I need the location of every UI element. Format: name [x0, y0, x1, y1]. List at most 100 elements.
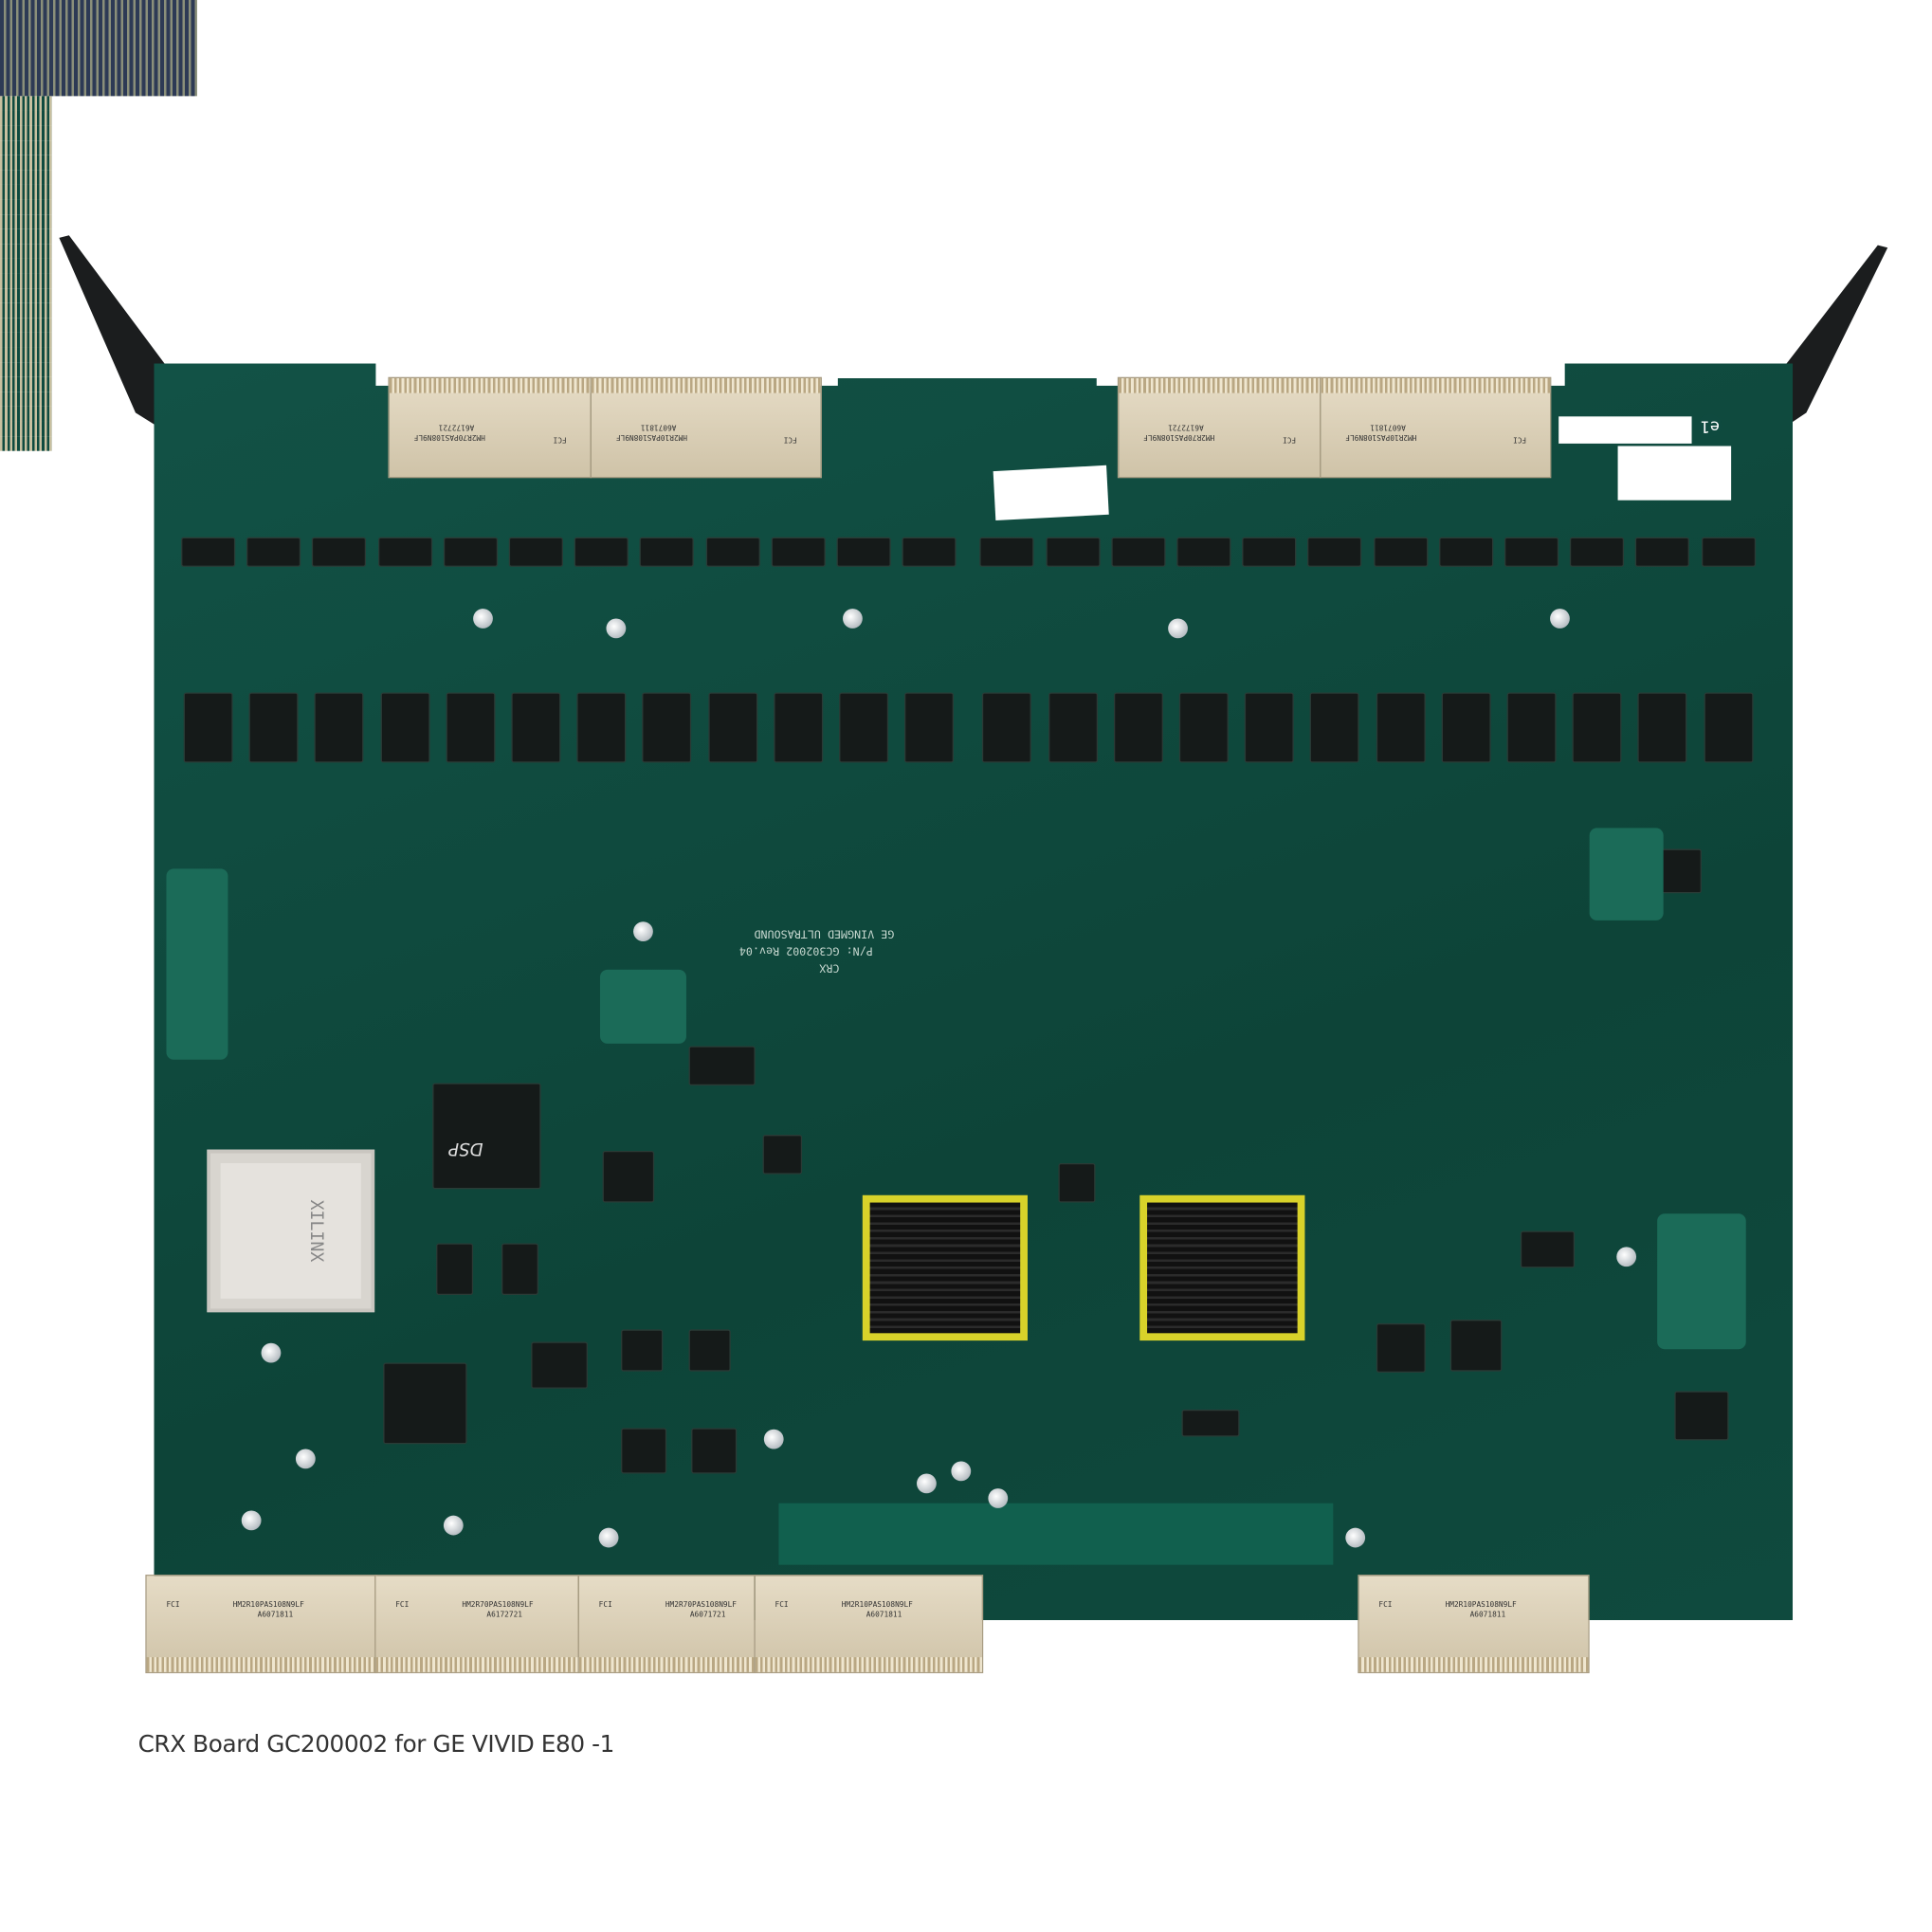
ic-chip — [1451, 1321, 1502, 1371]
connector-brand: FCI — [166, 1600, 180, 1610]
resistor-array — [0, 347, 52, 363]
resistor-array — [0, 392, 52, 407]
amplifier-ic — [840, 693, 887, 762]
smd-component — [313, 538, 366, 566]
resistor-array — [0, 184, 52, 200]
connector-part: HM2R10PAS108N9LF — [232, 1600, 304, 1610]
electrolytic-capacitor — [763, 1429, 784, 1449]
connector-part: HM2R10PAS108N9LF — [615, 432, 687, 442]
ic-chip — [689, 1047, 755, 1084]
white-sticker — [1617, 446, 1732, 501]
ic-chip — [1059, 1164, 1095, 1202]
smd-component — [575, 538, 628, 566]
amplifier-ic — [1246, 693, 1293, 762]
ic-chip — [622, 1429, 665, 1473]
electrolytic-capacitor — [241, 1510, 262, 1531]
connector-lot: A6071811 — [1469, 1610, 1506, 1619]
amplifier-ic — [512, 693, 560, 762]
resistor-array — [0, 258, 52, 274]
resistor-array — [0, 228, 52, 245]
electrolytic-capacitor — [988, 1488, 1009, 1508]
ic-chip — [1182, 1411, 1239, 1436]
connector-lot: A6172721 — [486, 1610, 522, 1619]
smd-component — [837, 538, 890, 566]
resistor-array — [0, 110, 52, 126]
electrolytic-capacitor — [843, 609, 863, 629]
connector-lot: A6172721 — [438, 422, 475, 431]
silkscreen-board-name: CRX — [819, 960, 840, 974]
resistor-array — [0, 125, 52, 141]
ic-chip — [622, 1330, 662, 1371]
smd-component — [1177, 538, 1230, 566]
copper-pad — [599, 969, 686, 1044]
amplifier-ic — [709, 693, 756, 762]
silkscreen-manufacturer: GE VINGMED ULTRASOUND — [754, 926, 895, 939]
connector-brand: FCI — [1378, 1600, 1393, 1610]
resistor-array — [0, 96, 52, 111]
dsp-label: DSP — [448, 1138, 483, 1158]
amplifier-ic — [1311, 693, 1358, 762]
ic-chip — [502, 1244, 538, 1294]
smd-component — [1308, 538, 1361, 566]
smd-component — [182, 538, 234, 566]
ic-chip — [603, 1152, 653, 1202]
bga-chip — [384, 1363, 466, 1443]
amplifier-ic — [447, 693, 494, 762]
resistor-array — [0, 318, 52, 333]
electrolytic-capacitor — [606, 618, 627, 639]
electrolytic-capacitor — [917, 1473, 937, 1494]
electrolytic-capacitor — [261, 1342, 282, 1363]
ic-chip — [689, 1330, 730, 1371]
corner-mark: e1 — [1698, 413, 1722, 438]
ic-chip — [692, 1429, 736, 1473]
ic-chip — [1522, 1231, 1574, 1267]
amplifier-ic — [775, 693, 822, 762]
connector-brand: FCI — [775, 1600, 789, 1610]
copper-pad — [166, 868, 228, 1060]
amplifier-ic — [1376, 693, 1424, 762]
dsp-chip: DSP — [433, 1084, 540, 1188]
ic-chip — [437, 1244, 472, 1294]
connector-brand: FCI — [553, 434, 567, 444]
connector-part: HM2R10PAS108N9LF — [841, 1600, 913, 1610]
connector-brand: FCI — [1513, 434, 1527, 444]
amplifier-ic — [1639, 693, 1686, 762]
smd-component — [378, 538, 431, 566]
smd-component — [772, 538, 825, 566]
edge-connector-fingers — [0, 0, 197, 97]
fpga-brand: XILINX — [305, 1199, 326, 1263]
connector-lot: A6071721 — [689, 1610, 726, 1619]
connector-lot: A6071811 — [866, 1610, 902, 1619]
resistor-array — [0, 199, 52, 215]
ic-chip — [1675, 1392, 1728, 1440]
heatsink — [862, 1194, 1028, 1341]
smd-component — [981, 538, 1033, 566]
smd-component — [706, 538, 759, 566]
connector-pins — [591, 378, 821, 393]
electrolytic-capacitor — [633, 921, 653, 942]
electrolytic-capacitor — [598, 1527, 619, 1548]
connector-part: HM2R70PAS108N9LF — [462, 1600, 534, 1610]
silkscreen-part-number: P/N: GC302002 Rev.04 — [738, 943, 873, 957]
connector-pins — [1119, 378, 1321, 393]
amplifier-ic — [643, 693, 691, 762]
ic-chip — [532, 1342, 587, 1388]
ic-chip — [1377, 1324, 1425, 1372]
smd-component — [510, 538, 562, 566]
white-sticker — [1558, 416, 1692, 444]
resistor-array — [0, 288, 52, 303]
resistor-array — [0, 170, 52, 185]
copper-pad — [1589, 828, 1664, 920]
amplifier-ic — [381, 693, 428, 762]
amplifier-ic — [1180, 693, 1228, 762]
connector-pins — [1321, 378, 1551, 393]
resistor-array — [0, 155, 52, 171]
ic-chip — [763, 1136, 801, 1174]
